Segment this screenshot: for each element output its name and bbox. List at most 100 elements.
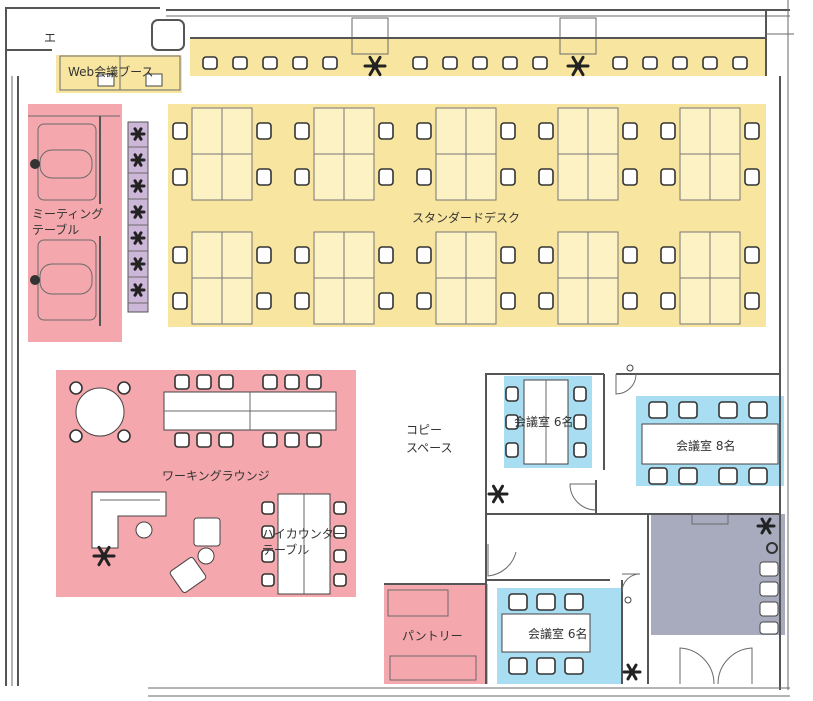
dark-room-furniture xyxy=(691,513,779,635)
chair-icon xyxy=(172,168,188,186)
plant-icon xyxy=(130,205,146,219)
plant-icon xyxy=(92,545,116,567)
plant-icon xyxy=(130,153,146,167)
elevator-mark: エ xyxy=(44,31,56,45)
chair-icon xyxy=(202,56,218,70)
chair-icon xyxy=(294,168,310,186)
plant-icon xyxy=(30,159,40,169)
chair-icon xyxy=(261,525,275,539)
chair-icon xyxy=(508,657,528,675)
chair-icon xyxy=(648,467,668,485)
chair-icon xyxy=(564,593,584,611)
desk-block xyxy=(172,107,272,201)
chair-icon xyxy=(672,56,688,70)
chair-icon xyxy=(718,401,738,419)
chair-icon xyxy=(256,292,272,310)
chair-icon xyxy=(378,246,394,264)
chair-icon xyxy=(472,56,488,70)
interior-partitions xyxy=(384,364,780,685)
chair-icon xyxy=(505,442,519,458)
lounge-round-table xyxy=(69,381,131,443)
door-stop-icon xyxy=(626,364,634,372)
chair-icon xyxy=(748,401,768,419)
chair-icon xyxy=(333,549,347,563)
chair-icon xyxy=(500,246,516,264)
chair-icon xyxy=(378,122,394,140)
copy-space-label-line2: スペース xyxy=(406,441,453,455)
plants xyxy=(92,484,776,681)
plant-icon xyxy=(756,517,776,535)
plant-icon xyxy=(622,663,642,681)
door-swing-icon xyxy=(615,373,637,395)
plant-strip xyxy=(127,121,149,313)
chair-icon xyxy=(232,56,248,70)
high-counter-label-line2: テーブル xyxy=(262,542,309,557)
chair-icon xyxy=(536,657,556,675)
chair-icon xyxy=(416,168,432,186)
chair-icon xyxy=(378,292,394,310)
chair-icon xyxy=(536,593,556,611)
pantry-zone xyxy=(384,584,488,684)
chair-icon xyxy=(262,56,278,70)
chair-icon xyxy=(642,56,658,70)
chair-icon xyxy=(306,432,322,448)
chair-icon xyxy=(172,292,188,310)
chair-icon xyxy=(69,429,83,443)
chair-icon xyxy=(117,381,131,395)
chair-icon xyxy=(261,501,275,515)
chair-icon xyxy=(744,246,760,264)
high-counter-label: ハイカウンター テーブル xyxy=(262,527,350,557)
chair-icon xyxy=(292,56,308,70)
meeting-table-zone xyxy=(28,104,122,342)
meeting-table-label-line1: ミーティング xyxy=(32,207,103,221)
chair-icon xyxy=(256,246,272,264)
chair-icon xyxy=(322,56,338,70)
meeting-table xyxy=(39,263,93,295)
chair-icon xyxy=(678,467,698,485)
chair-icon xyxy=(744,122,760,140)
chair-icon xyxy=(256,168,272,186)
chair-icon xyxy=(500,122,516,140)
desk-block xyxy=(294,231,394,325)
high-counter-chairs xyxy=(261,501,347,587)
chair-icon xyxy=(622,246,638,264)
lounge-sofa xyxy=(91,491,221,594)
chair-icon xyxy=(538,168,554,186)
chair-icon xyxy=(333,501,347,515)
meeting-room-a-chairs xyxy=(505,386,587,458)
chair-icon xyxy=(333,573,347,587)
plant-icon xyxy=(130,127,146,141)
chair-icon xyxy=(702,56,718,70)
chair-icon xyxy=(505,414,519,430)
chair-icon xyxy=(262,432,278,448)
desk-block xyxy=(416,107,516,201)
meeting-room-c-label: 会議室 6名 xyxy=(528,626,587,641)
chair-icon xyxy=(660,168,676,186)
plant-icon xyxy=(566,55,590,77)
chair-icon xyxy=(261,573,275,587)
chair-icon xyxy=(218,432,234,448)
high-counter-table xyxy=(277,493,331,595)
chair-icon xyxy=(744,292,760,310)
door-swing-icon xyxy=(487,544,517,577)
chair-icon xyxy=(174,432,190,448)
door-swing-icon xyxy=(717,647,753,685)
chair-icon xyxy=(612,56,628,70)
chair-icon xyxy=(261,549,275,563)
chair-icon xyxy=(256,122,272,140)
standard-desk-label: スタンダードデスク xyxy=(412,210,520,225)
meeting-tables xyxy=(28,115,120,326)
chair-icon xyxy=(196,432,212,448)
copy-space-label-line1: コピー xyxy=(406,423,442,437)
desk-block xyxy=(660,107,760,201)
chair-icon xyxy=(505,386,519,402)
chair-icon xyxy=(648,401,668,419)
chair-icon xyxy=(306,374,322,390)
door-swing-icon xyxy=(679,647,715,685)
desk-block xyxy=(660,231,760,325)
chair-icon xyxy=(294,292,310,310)
standard-desk-blocks xyxy=(172,107,760,325)
chair-icon xyxy=(564,657,584,675)
chair-icon xyxy=(442,56,458,70)
